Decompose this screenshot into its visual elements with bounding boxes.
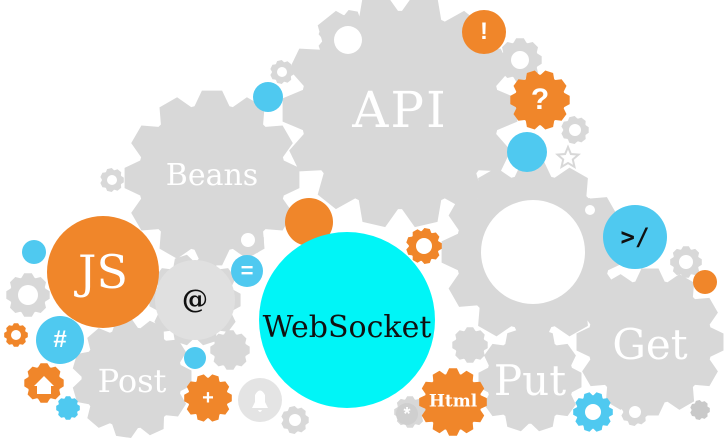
gear-icon — [318, 10, 378, 70]
gear-icon — [498, 38, 542, 82]
asterisk-icon: * — [403, 404, 411, 424]
question-icon: ? — [530, 83, 550, 116]
gear-icon — [100, 168, 124, 192]
hash-badge — [36, 316, 84, 364]
gear-icon — [6, 273, 50, 317]
websocket-badge — [259, 232, 435, 408]
js-badge — [47, 216, 159, 328]
gear-icon — [406, 228, 442, 264]
plus-icon: + — [202, 387, 214, 409]
blue-dot — [184, 347, 206, 369]
orange-dot — [693, 270, 717, 294]
gear-icon — [4, 323, 28, 347]
label-html: Html — [428, 391, 478, 412]
equals-badge — [231, 255, 263, 287]
question-gear-icon — [510, 70, 570, 130]
gear-icon — [452, 327, 488, 363]
at-badge — [155, 260, 235, 340]
asterisk-badge — [396, 403, 418, 425]
gear-icon — [270, 60, 294, 84]
gear-icon — [478, 328, 582, 432]
gear-icon — [621, 398, 649, 426]
gear-icon — [576, 268, 724, 416]
hash-icon: # — [53, 326, 67, 353]
label-websocket: WebSocket — [262, 310, 432, 345]
label-js: JS — [78, 245, 128, 299]
blue-dot — [507, 132, 547, 172]
gear-icon — [441, 160, 625, 344]
label-put: Put — [493, 356, 567, 405]
blue-dot — [253, 82, 283, 112]
gear-icon — [56, 396, 80, 420]
exclamation-badge — [462, 10, 506, 54]
label-api: API — [352, 81, 448, 139]
gear-icon — [72, 318, 192, 438]
gear-icon — [690, 400, 710, 420]
plus-gear-icon — [184, 374, 232, 422]
gear-icon — [573, 392, 613, 432]
home-icon — [34, 376, 54, 394]
gear-icon — [232, 224, 264, 256]
gear-icon — [670, 246, 702, 278]
label-get: Get — [612, 320, 688, 369]
label-post: Post — [97, 362, 167, 400]
gear-icon — [124, 90, 300, 266]
orange-dot — [285, 198, 333, 246]
gear-icon — [578, 198, 602, 222]
blue-dot — [22, 240, 46, 264]
html-gear-icon — [419, 368, 487, 436]
star-icon — [555, 144, 581, 169]
code-icon: >/ — [620, 223, 650, 251]
label-beans: Beans — [165, 158, 259, 193]
exclamation-icon: ! — [480, 18, 488, 45]
equals-icon: = — [240, 258, 254, 283]
gear-icon — [561, 116, 589, 144]
code-badge — [603, 205, 667, 269]
gear-icon — [210, 330, 250, 370]
gear-icon — [281, 406, 309, 434]
label-at: @ — [182, 285, 208, 315]
bell-icon — [252, 390, 268, 412]
